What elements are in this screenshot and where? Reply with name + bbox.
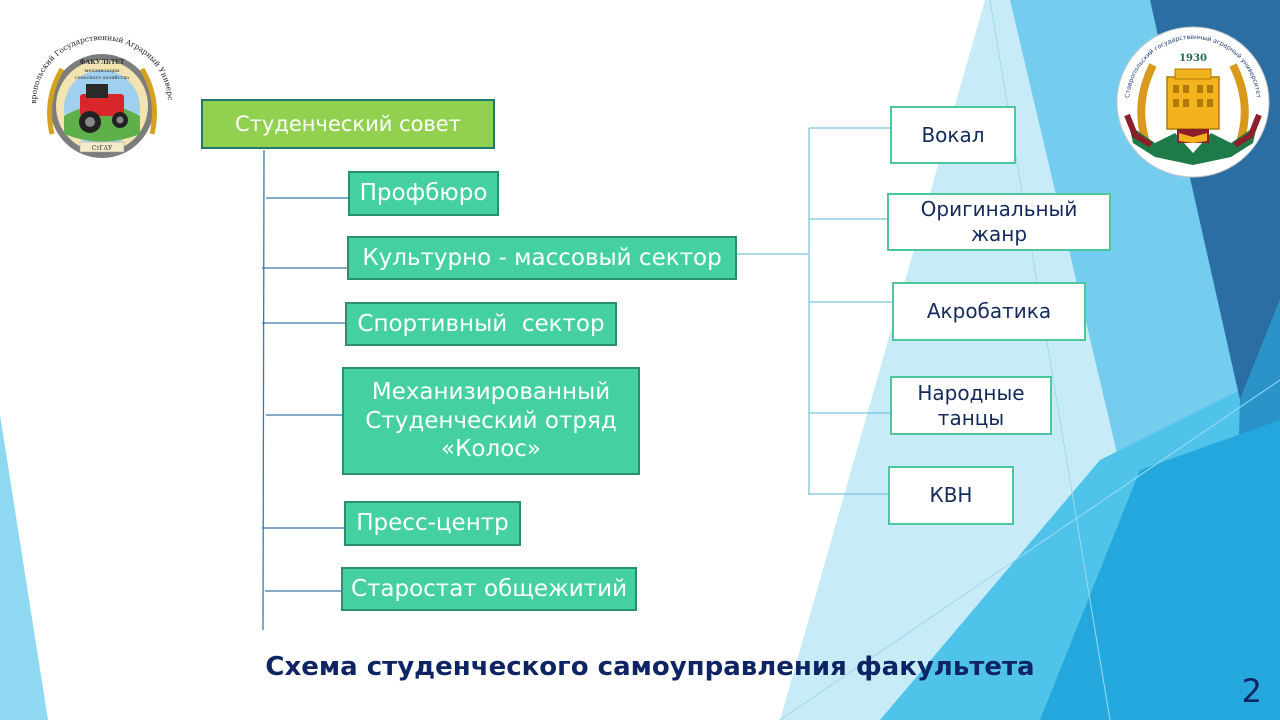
node-label: Профбюро	[359, 180, 488, 207]
faculty-logo-abbrev: СтГАУ	[92, 145, 113, 152]
university-building-emblem-icon: 1930 Ставропольский государственный агра…	[1116, 26, 1270, 178]
node-label: Оригинальный жанр	[920, 197, 1078, 246]
faculty-logo: СтГАУ Ставропольский Государственный Агр…	[19, 17, 182, 164]
node-label: Культурно - массовый сектор	[362, 244, 722, 271]
node-starostat[interactable]: Старостат общежитий	[341, 567, 637, 611]
bg-diagonal-line	[779, 379, 1280, 720]
node-vokal[interactable]: Вокал	[890, 106, 1016, 164]
node-folk-dances[interactable]: Народные танцы	[890, 376, 1052, 435]
node-original-genre[interactable]: Оригинальный жанр	[887, 193, 1111, 251]
node-cultural-sector[interactable]: Культурно - массовый сектор	[347, 236, 737, 280]
node-sport-sector[interactable]: Спортивный сектор	[345, 302, 617, 346]
node-student-council[interactable]: Студенческий совет	[201, 99, 495, 149]
faculty-logo-ribbon-line3: сельского хозяйства	[75, 75, 129, 81]
tractor-emblem-icon: СтГАУ Ставропольский Государственный Агр…	[19, 17, 175, 164]
node-profburo[interactable]: Профбюро	[348, 171, 499, 216]
node-label: Спортивный сектор	[357, 310, 605, 337]
node-press-center[interactable]: Пресс-центр	[344, 501, 521, 546]
node-label: Студенческий совет	[235, 111, 461, 136]
node-label: Старостат общежитий	[350, 575, 628, 602]
bg-facet-bright	[1040, 420, 1280, 720]
node-label: Вокал	[921, 122, 985, 147]
node-kvn[interactable]: КВН	[888, 466, 1014, 525]
university-logo: 1930 Ставропольский государственный агра…	[1115, 25, 1271, 179]
faculty-logo-ribbon-line2: механизации	[85, 68, 121, 74]
faculty-logo-ribbon-top: ФАКУЛЬТЕТ	[80, 59, 125, 66]
connector-trunk	[262, 149, 265, 631]
node-label: Народные танцы	[917, 380, 1025, 430]
node-kolos-squad[interactable]: Механизированный Студенческий отряд «Кол…	[342, 367, 640, 475]
node-label: Механизированный Студенческий отряд «Кол…	[365, 378, 617, 463]
page-number: 2	[1241, 672, 1262, 710]
slide-title: Схема студенческого самоуправления факул…	[265, 652, 1035, 682]
node-label: Акробатика	[926, 299, 1052, 323]
node-label: Пресс-центр	[356, 510, 509, 537]
university-logo-year: 1930	[1179, 53, 1207, 64]
node-acrobatics[interactable]: Акробатика	[892, 282, 1086, 341]
node-label: КВН	[929, 483, 973, 507]
bg-left-triangle	[0, 415, 48, 720]
